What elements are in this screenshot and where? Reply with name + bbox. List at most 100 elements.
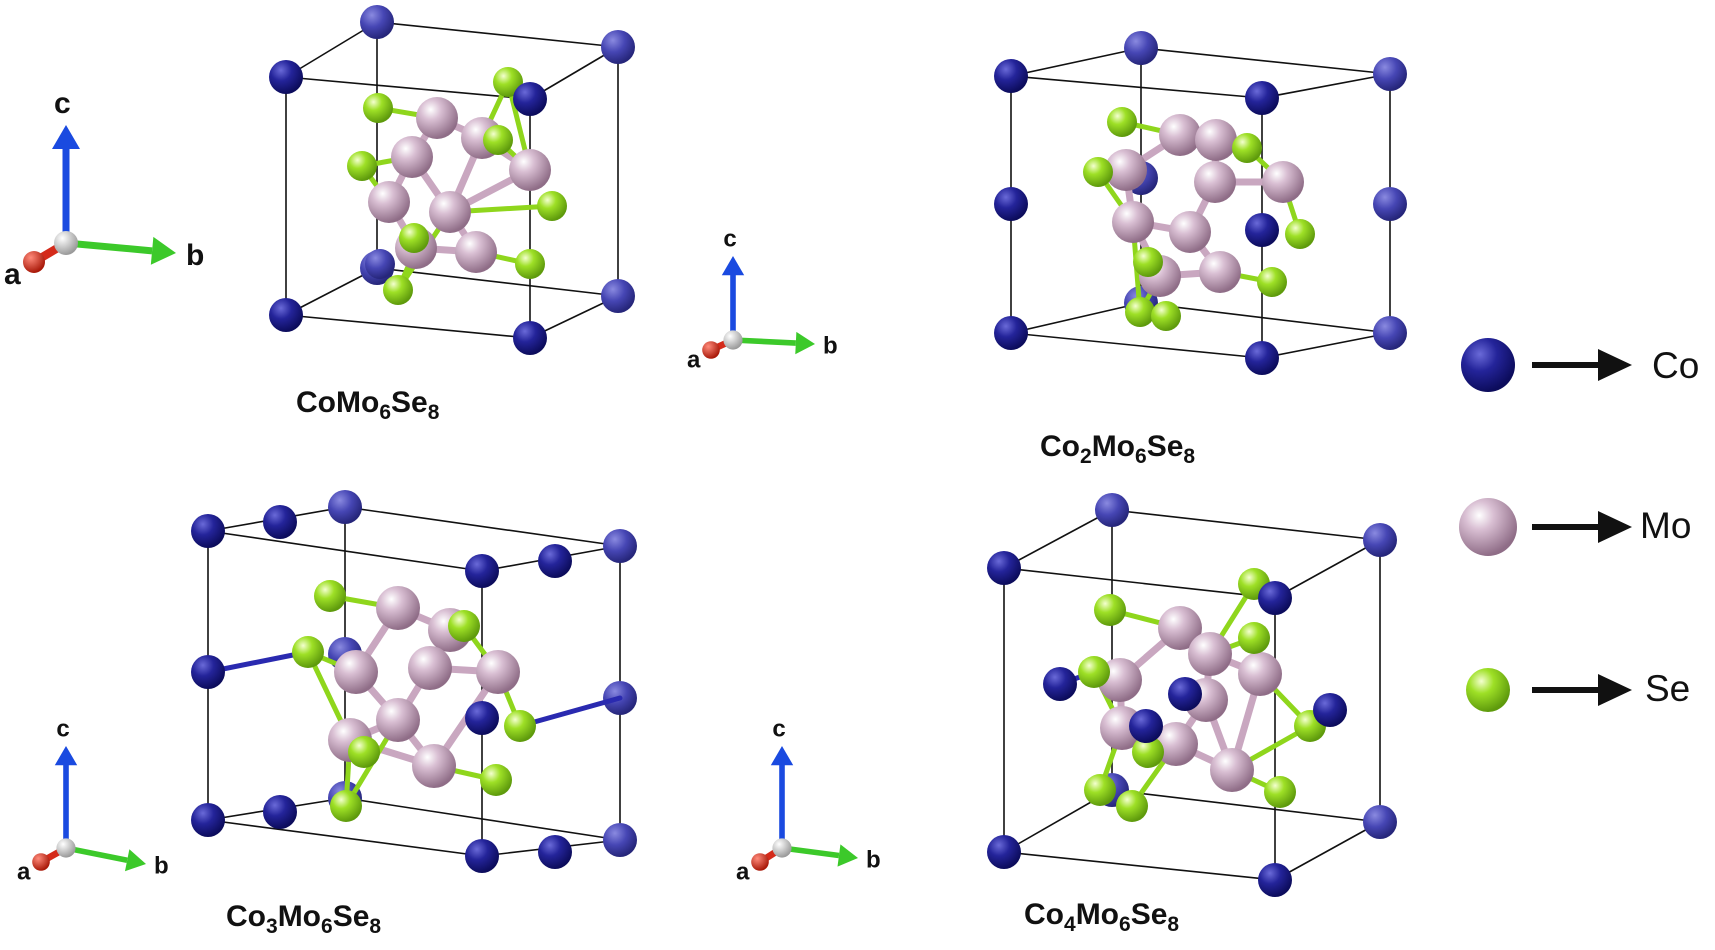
co-atom [1095,493,1129,527]
co-atom [1245,341,1279,375]
se-atom [1151,301,1181,331]
unit-cell-edge [285,314,531,339]
mo-atom [1194,161,1236,203]
legend-co-atom [1461,338,1515,392]
se-atom [483,125,513,155]
unit-cell-edge [1010,75,1263,99]
unit-cell-edge [285,21,378,78]
mo-atom [509,149,551,191]
a-axis-label: a [17,859,31,886]
legend-arrowhead [1598,511,1632,543]
co-atom [513,321,547,355]
co-atom [1373,187,1407,221]
unit-cell-edge [207,819,483,857]
a-axis-tip [702,341,720,359]
se-atom [1083,157,1113,187]
se-atom [1285,219,1315,249]
a-axis-tip [751,853,769,871]
co-atom [1313,693,1347,727]
c-axis-arrowhead [52,125,80,149]
mo-atom [376,698,420,742]
co-atom [987,551,1021,585]
se-atom [537,191,567,221]
mo-atom [1210,748,1254,792]
mo-atom [376,586,420,630]
c-axis-label: c [56,715,69,742]
co-atom [1124,31,1158,65]
legend-arrowhead [1598,349,1632,381]
formula-label-1: CoMo6Se8 [296,386,440,424]
c-axis-arrow [730,273,736,340]
co-atom [601,30,635,64]
se-atom [330,790,362,822]
co-atom [263,505,297,539]
c-axis-label: c [723,225,736,252]
se-atom [1084,774,1116,806]
c-axis-arrow [779,763,785,848]
se-atom [399,223,429,253]
b-axis-label: b [186,239,204,272]
se-atom [292,636,324,668]
mo-atom [429,191,471,233]
se-atom [480,764,512,796]
unit-cell-edge [529,46,619,100]
co-atom [538,835,572,869]
c-axis-arrowhead [721,256,745,276]
co-atom [465,554,499,588]
unit-cell-edge [1261,73,1391,99]
unit-cell-edge [1261,332,1391,359]
unit-cell-edge [1010,302,1142,334]
unit-cell-edge [376,267,619,297]
co-atom [601,279,635,313]
mo-atom [1112,201,1154,243]
mo-atom [1195,119,1237,161]
b-axis-label: b [866,847,881,874]
a-axis-label: a [687,347,701,374]
b-axis-arrow [732,337,796,346]
panel-1 [269,5,635,355]
b-axis-arrowhead [795,331,815,355]
co-atom [603,529,637,563]
legend-arrowhead [1598,674,1632,706]
se-atom [1133,247,1163,277]
mo-atom [391,136,433,178]
axis-origin [772,838,792,858]
co-atom [1168,677,1202,711]
se-atom [314,580,346,612]
c-axis-arrow [63,763,69,848]
mo-atom [1158,606,1202,650]
se-atom [1107,107,1137,137]
axis-origin [723,330,743,350]
mo-atom [455,231,497,273]
c-axis-label: c [54,87,71,120]
co-atom [1363,523,1397,557]
co-atom [191,655,225,689]
unit-cell-edge [1140,302,1391,334]
unit-cell-edge [1111,509,1381,541]
mo-atom [368,181,410,223]
co-atom [987,835,1021,869]
co-atom [191,514,225,548]
se-atom [1125,297,1155,327]
mo-atom [408,646,452,690]
b-axis-arrow [65,845,128,863]
unit-cell-edge [1274,821,1381,881]
unit-cell-edge [344,506,621,547]
formula-label-2: Co2Mo6Se8 [1040,430,1196,468]
b-axis-arrowhead [150,236,176,265]
co-atom [1043,667,1077,701]
mo-atom [1262,161,1304,203]
co-atom [328,490,362,524]
co-atom [360,5,394,39]
unit-cell-edge [1003,509,1113,569]
unit-cell-edge [1010,332,1263,359]
se-atom [1257,267,1287,297]
formula-label-4: Co4Mo6Se8 [1024,898,1180,936]
b-axis-arrow [65,239,153,255]
co-atom [191,803,225,837]
unit-cell-edge [376,21,619,48]
unit-cell-edge [285,267,378,316]
co-atom [465,839,499,873]
se-atom [1232,133,1262,163]
